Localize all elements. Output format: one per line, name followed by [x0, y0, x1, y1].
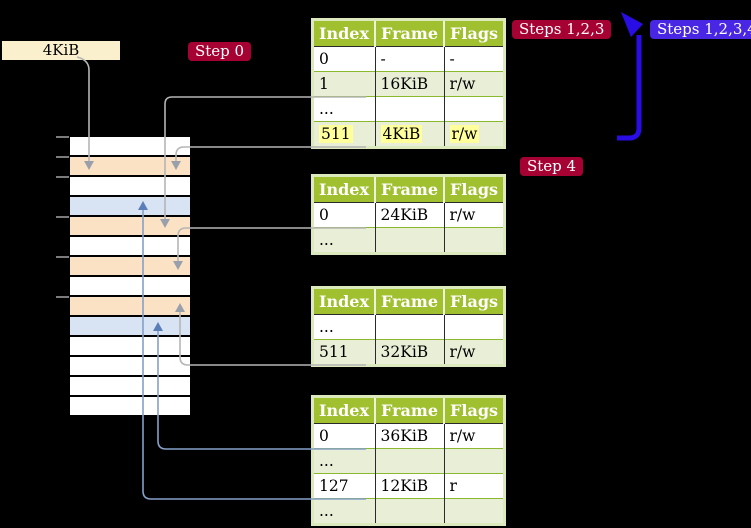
table-row-highlighted: 511 4KiB r/w — [314, 121, 504, 146]
cell-frame: 24KiB — [375, 202, 445, 228]
column-header-flags: Flags — [444, 177, 504, 203]
table-header-row: Index Frame Flags — [314, 398, 504, 424]
page-table-1: Index Frame Flags 0 - - 1 16KiB r/w ... — [311, 18, 507, 149]
memory-frame-page — [70, 317, 190, 335]
cell-index: 127 — [314, 473, 376, 499]
column-header-index: Index — [314, 177, 377, 203]
cell-flags — [444, 448, 504, 474]
memory-frame-free — [70, 137, 190, 155]
recursive-loop-arrowhead — [621, 12, 643, 37]
cell-flags: r/w — [444, 202, 504, 228]
memory-frame-free — [70, 357, 190, 375]
memory-frame-free — [70, 277, 190, 295]
column-header-index: Index — [314, 21, 377, 47]
column-header-index: Index — [314, 398, 377, 424]
cell-flags: - — [444, 46, 504, 72]
page-table-2: Index Frame Flags 0 24KiB r/w ... — [311, 174, 507, 255]
memory-frame-page-table — [70, 217, 190, 235]
steps-123-badge: Steps 1,2,3 — [512, 20, 612, 39]
cell-flags — [444, 314, 504, 340]
cell-frame: 12KiB — [375, 473, 445, 499]
memory-frame-free — [70, 397, 190, 415]
step-4-badge: Step 4 — [520, 157, 584, 176]
cell-flags — [444, 498, 504, 523]
cell-index: 511 — [314, 121, 376, 146]
memory-frame-free — [70, 237, 190, 255]
table-header-row: Index Frame Flags — [314, 289, 504, 315]
physical-memory-stack — [70, 137, 190, 415]
highlighted-value: 4KiB — [380, 125, 423, 143]
cell-frame — [375, 96, 445, 122]
cell-flags: r/w — [444, 423, 504, 449]
cell-frame: - — [375, 46, 445, 72]
step-0-badge: Step 0 — [188, 42, 252, 61]
cell-frame — [375, 227, 445, 252]
highlighted-value: r/w — [449, 125, 480, 143]
table-row: 1 16KiB r/w — [314, 71, 504, 97]
cell-index: 0 — [314, 423, 376, 449]
column-header-frame: Frame — [375, 289, 446, 315]
cell-flags: r/w — [444, 339, 504, 364]
cell-index: ... — [314, 96, 376, 122]
table-row: 0 - - — [314, 46, 504, 72]
cell-index: 0 — [314, 46, 376, 72]
table-row: ... — [314, 227, 504, 252]
table-row: ... — [314, 314, 504, 340]
table-row: ... — [314, 498, 504, 523]
cell-flags — [444, 96, 504, 122]
column-header-index: Index — [314, 289, 377, 315]
arrow-table1-entry511-to-4kib — [175, 146, 366, 161]
cell-index: ... — [314, 498, 376, 523]
table-row: 0 24KiB r/w — [314, 202, 504, 228]
cell-index: ... — [314, 314, 376, 340]
memory-frame-page-table — [70, 257, 190, 275]
cell-frame — [375, 314, 445, 340]
column-header-flags: Flags — [444, 289, 504, 315]
column-header-frame: Frame — [375, 398, 446, 424]
table-row: ... — [314, 448, 504, 474]
page-table-4: Index Frame Flags 0 36KiB r/w ... 127 12… — [311, 395, 507, 526]
memory-frame-free — [70, 337, 190, 355]
cell-index: ... — [314, 448, 376, 474]
cell-frame: 36KiB — [375, 423, 445, 449]
cell-index: 1 — [314, 71, 376, 97]
cell-index: ... — [314, 227, 376, 252]
frame-size-label-box: 4KiB — [2, 41, 120, 60]
table-header-row: Index Frame Flags — [314, 177, 504, 203]
cell-frame: 4KiB — [375, 121, 445, 146]
memory-frame-page-table — [70, 297, 190, 315]
memory-frame-page — [70, 197, 190, 215]
cell-frame: 32KiB — [375, 339, 445, 364]
memory-frame-page-table — [70, 157, 190, 175]
table-row: ... — [314, 96, 504, 122]
cell-flags — [444, 227, 504, 252]
table-row: 127 12KiB r — [314, 473, 504, 499]
cell-frame: 16KiB — [375, 71, 445, 97]
column-header-flags: Flags — [444, 21, 504, 47]
table-row: 0 36KiB r/w — [314, 423, 504, 449]
cell-frame — [375, 498, 445, 523]
steps-1234-badge: Steps 1,2,3,4 — [650, 20, 751, 39]
memory-frame-free — [70, 177, 190, 195]
highlighted-value: 511 — [319, 125, 353, 143]
column-header-frame: Frame — [375, 21, 446, 47]
cell-index: 511 — [314, 339, 376, 364]
table-header-row: Index Frame Flags — [314, 21, 504, 47]
cell-frame — [375, 448, 445, 474]
memory-frame-free — [70, 377, 190, 395]
address-tick-marks — [56, 136, 69, 298]
cell-index: 0 — [314, 202, 376, 228]
cell-flags: r/w — [444, 121, 504, 146]
column-header-flags: Flags — [444, 398, 504, 424]
cell-flags: r — [444, 473, 504, 499]
recursive-loop-arrow — [617, 35, 642, 141]
column-header-frame: Frame — [375, 177, 446, 203]
page-table-3: Index Frame Flags ... 511 32KiB r/w — [311, 286, 507, 367]
cell-flags: r/w — [444, 71, 504, 97]
table-row: 511 32KiB r/w — [314, 339, 504, 364]
